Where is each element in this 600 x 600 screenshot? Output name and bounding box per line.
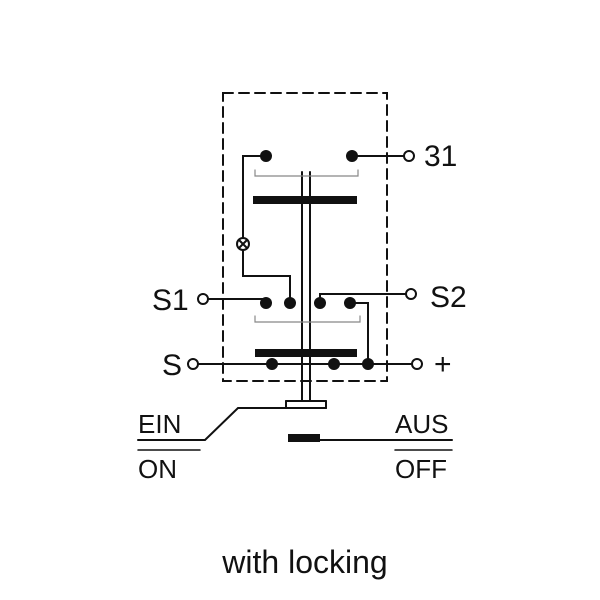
position-lever xyxy=(137,400,453,451)
contact-guides xyxy=(254,169,361,323)
terminal-plus-circle xyxy=(411,358,423,370)
terminal-plus-label: + xyxy=(434,348,452,381)
terminal-s-label: S xyxy=(162,349,182,382)
lever-stop-bar xyxy=(288,434,320,442)
contact-dot xyxy=(314,297,326,309)
upper-contact-bridge xyxy=(253,196,357,204)
on-label-en: ON xyxy=(138,454,177,484)
contact-dot xyxy=(284,297,296,309)
terminal-31-label: 31 xyxy=(424,140,457,173)
contact-dot xyxy=(328,358,340,370)
contact-dot xyxy=(266,358,278,370)
contact-dot xyxy=(260,297,272,309)
contact-dot xyxy=(362,358,374,370)
caption: with locking xyxy=(221,544,387,580)
terminal-s1-label: S1 xyxy=(152,284,189,317)
lower-contact-bridge xyxy=(255,349,357,357)
terminal-s1-circle xyxy=(197,293,209,305)
terminal-s2-circle xyxy=(405,288,417,300)
off-label-en: OFF xyxy=(395,454,447,484)
switch-housing-outline xyxy=(222,92,388,382)
terminals xyxy=(187,150,423,370)
contact-dot xyxy=(346,150,358,162)
terminal-s2-label: S2 xyxy=(430,281,467,314)
terminal-s-circle xyxy=(187,358,199,370)
contact-points xyxy=(260,150,374,370)
actuator-shaft xyxy=(301,171,311,401)
lamp-wiring xyxy=(236,155,291,304)
contact-bridges xyxy=(253,196,357,357)
contact-dot xyxy=(344,297,356,309)
off-label-de: AUS xyxy=(395,409,448,439)
on-label-de: EIN xyxy=(138,409,181,439)
contact-dot xyxy=(260,150,272,162)
terminal-31-circle xyxy=(403,150,415,162)
